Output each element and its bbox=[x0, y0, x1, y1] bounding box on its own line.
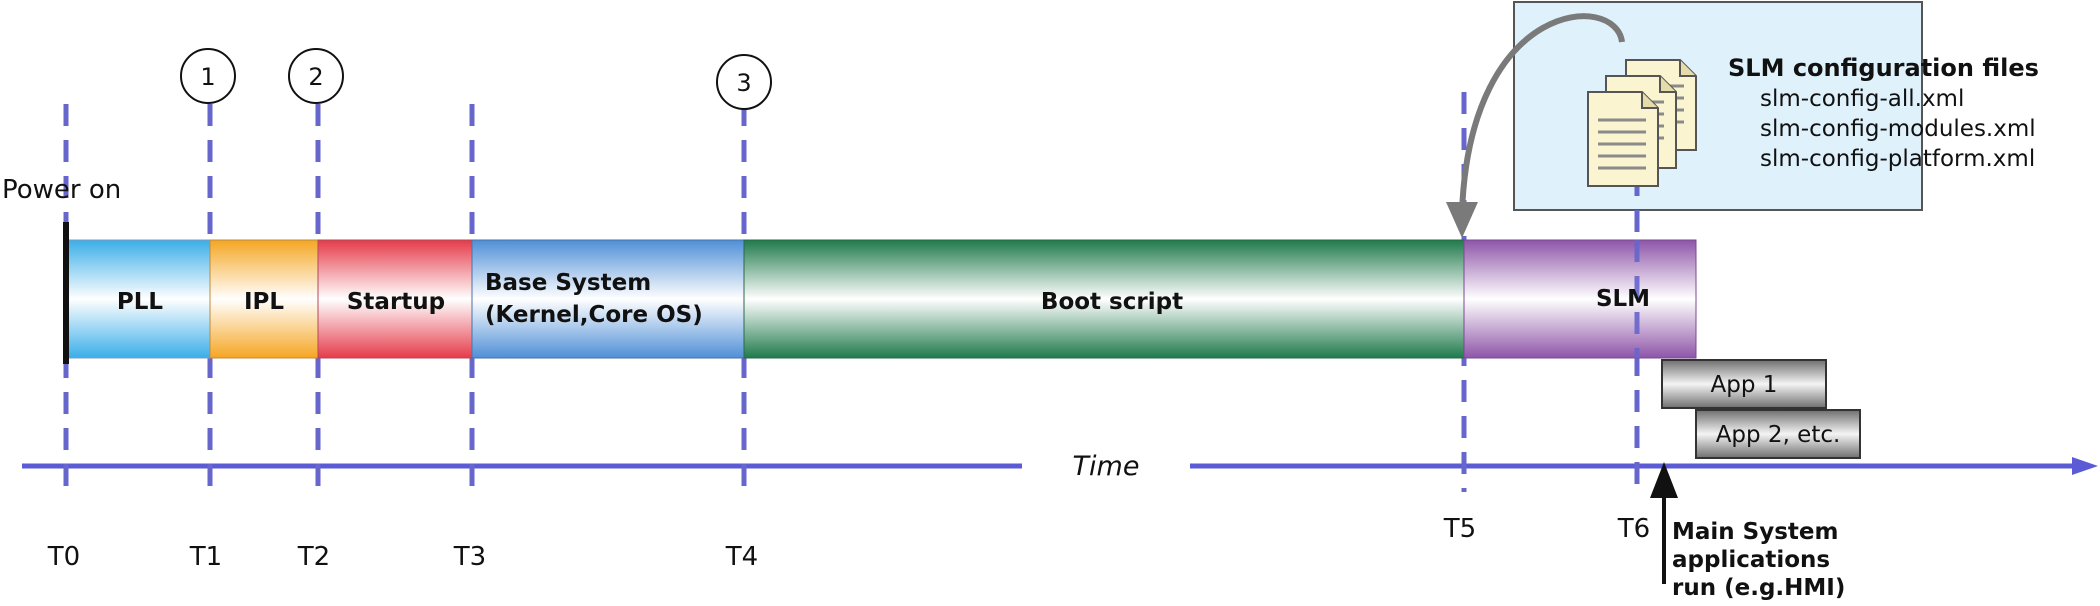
tick-label-t3: T3 bbox=[453, 542, 486, 572]
time-label: Time bbox=[1073, 451, 1140, 482]
segment-slm bbox=[1463, 239, 1697, 359]
marker-circle bbox=[288, 48, 344, 104]
marker-2: 2 bbox=[288, 48, 344, 104]
app-bar-1 bbox=[1661, 359, 1827, 409]
marker-number: 2 bbox=[308, 63, 323, 91]
tick-label-t4: T4 bbox=[725, 542, 758, 572]
config-files-box bbox=[1513, 1, 1923, 211]
segment-label-base-line2: (Kernel,Core OS) bbox=[485, 302, 703, 328]
segment-label-startup: Startup bbox=[347, 289, 445, 315]
app-bars: App 1 App 2, etc. bbox=[1661, 359, 1861, 459]
up-arrow-icon bbox=[1650, 462, 1678, 584]
curved-arrow-icon bbox=[1446, 13, 1625, 238]
document-stack-icon bbox=[1587, 59, 1697, 187]
config-file-1: slm-config-all.xml bbox=[1760, 86, 1964, 112]
tick-label-t0: T0 bbox=[47, 542, 80, 572]
tick-label-t6: T6 bbox=[1617, 514, 1650, 544]
segment-label-pll: PLL bbox=[117, 289, 164, 315]
config-files-title: SLM configuration files bbox=[1728, 54, 2039, 82]
marker-number: 3 bbox=[736, 69, 751, 97]
segment-label-base-line1: Base System bbox=[485, 270, 651, 296]
segment-label-slm: SLM bbox=[1596, 286, 1650, 312]
segment-label-boot-script: Boot script bbox=[1041, 289, 1183, 315]
tick-labels: T0 T1 T2 T3 T4 T5 T6 bbox=[47, 514, 1650, 572]
marker-circle bbox=[180, 48, 236, 104]
tick-label-t5: T5 bbox=[1443, 514, 1476, 544]
marker-circle bbox=[716, 54, 772, 110]
boot-phases bbox=[65, 239, 1697, 359]
timeline-arrow-icon bbox=[2072, 457, 2098, 475]
segment-boot-script bbox=[743, 239, 1465, 359]
note-line-3: run (e.g.HMI) bbox=[1672, 575, 1845, 601]
app-label-1: App 1 bbox=[1711, 372, 1778, 398]
segment-pll bbox=[65, 239, 211, 359]
power-on-label: Power on bbox=[2, 175, 121, 205]
tick-label-t2: T2 bbox=[297, 542, 330, 572]
document-sheet bbox=[1587, 91, 1659, 187]
app-bar-2 bbox=[1695, 409, 1861, 459]
marker-3: 3 bbox=[716, 54, 772, 110]
config-file-3: slm-config-platform.xml bbox=[1760, 146, 2035, 172]
app-label-2: App 2, etc. bbox=[1716, 422, 1841, 448]
note-line-1: Main System bbox=[1672, 519, 1838, 545]
marker-1: 1 bbox=[180, 48, 236, 104]
marker-number: 1 bbox=[200, 63, 215, 91]
note-line-2: applications bbox=[1672, 547, 1830, 573]
tick-label-t1: T1 bbox=[189, 542, 222, 572]
segment-base-system bbox=[471, 239, 745, 359]
config-file-2: slm-config-modules.xml bbox=[1760, 116, 2036, 142]
segment-label-ipl: IPL bbox=[244, 289, 284, 315]
